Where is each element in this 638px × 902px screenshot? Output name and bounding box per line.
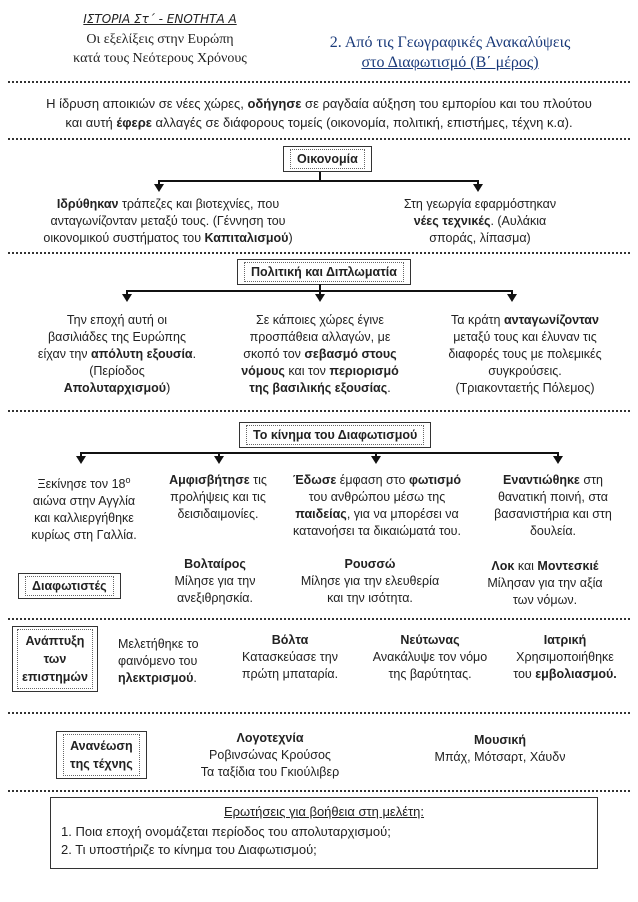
- medicine: Ιατρική Χρησιμοποιήθηκε του εμβολιασμού.: [513, 633, 617, 681]
- enlightenment-col1: Ξεκίνησε τον 18ο αιώνα στην Αγγλία και κ…: [31, 475, 137, 543]
- economy-left-text: Ιδρύθηκαν τράπεζες και βιοτεχνίες, που α…: [43, 197, 293, 245]
- politics-middle-text: Σε κάποιες χώρες έγινε προσπάθεια αλλαγώ…: [241, 313, 399, 395]
- arrow-icon: [154, 184, 164, 192]
- divider: [8, 790, 630, 792]
- unit-line1: Οι εξελίξεις στην Ευρώπη: [86, 32, 234, 47]
- arrow-icon: [122, 294, 132, 302]
- politics-title: Πολιτική και Διπλωματία: [244, 262, 404, 282]
- divider: [8, 712, 630, 714]
- enlightenment-col3: Έδωσε έμφαση στο φωτισμό του ανθρώπου μέ…: [293, 473, 461, 538]
- lesson-title: 2. Από τις Γεωγραφικές Ανακαλύψεις στο Δ…: [290, 33, 610, 73]
- divider: [8, 618, 630, 620]
- politics-left-text: Την εποχή αυτή οι βασιλιάδες της Ευρώπης…: [37, 313, 197, 395]
- economy-right-text: Στη γεωργία εφαρμόστηκαν νέες τεχνικές. …: [403, 197, 557, 245]
- connector: [319, 284, 321, 296]
- connector: [477, 180, 479, 186]
- divider: [8, 410, 630, 412]
- arrow-icon: [473, 184, 483, 192]
- connector: [80, 452, 82, 458]
- economy-title-box: Οικονομία: [283, 146, 372, 172]
- politics-title-box: Πολιτική και Διπλωματία: [237, 259, 411, 285]
- connector: [80, 452, 558, 454]
- intro-text: Η ίδρυση αποικιών σε νέες χώρες, οδήγησε…: [46, 96, 592, 130]
- lesson-title-line2: στο Διαφωτισμό (Β΄ μέρος): [361, 54, 539, 71]
- divider: [8, 252, 630, 254]
- science-label-box: Ανάπτυξη των επιστημών: [12, 626, 98, 692]
- unit-line2: κατά τους Νεότερους Χρόνους: [73, 51, 247, 66]
- enlightenment-col4: Εναντιώθηκε στη θανατική ποινή, στα βασα…: [494, 473, 612, 538]
- subject-label: ΙΣΤΟΡΙΑ Στ΄ - ΕΝΟΤΗΤΑ Α: [83, 12, 237, 26]
- arrow-icon: [371, 456, 381, 464]
- connector: [375, 452, 377, 458]
- connector: [158, 180, 160, 186]
- questions-box: Ερωτήσεις για βοήθεια στη μελέτη: 1. Ποι…: [50, 797, 598, 869]
- connector: [218, 452, 220, 458]
- newton: Νεύτωνας Ανακάλυψε τον νόμο της βαρύτητα…: [372, 633, 488, 681]
- arrow-icon: [507, 294, 517, 302]
- enlightenment-title-box: Το κίνημα του Διαφωτισμού: [239, 422, 432, 448]
- connector: [126, 290, 128, 296]
- arrow-icon: [214, 456, 224, 464]
- economy-title: Οικονομία: [290, 149, 365, 169]
- enlightenment-col2: Αμφισβήτησε τις προλήψεις και τις δεισιδ…: [169, 473, 267, 521]
- question-1: 1. Ποια εποχή ονομάζεται περίοδος του απ…: [61, 824, 391, 839]
- thinkers-label: Διαφωτιστές: [25, 576, 114, 596]
- connector: [557, 452, 559, 458]
- divider: [8, 81, 630, 83]
- questions-title: Ερωτήσεις για βοήθεια στη μελέτη:: [223, 804, 425, 819]
- unit-title: Οι εξελίξεις στην Ευρώπη κατά τους Νεότε…: [40, 30, 280, 68]
- connector: [158, 180, 478, 182]
- divider: [8, 138, 630, 140]
- politics-right-text: Τα κράτη ανταγωνίζονταν μεταξύ τους και …: [448, 313, 602, 395]
- art-label-box: Ανανέωση της τέχνης: [56, 731, 147, 779]
- lesson-title-line1: 2. Από τις Γεωγραφικές Ανακαλύψεις: [329, 34, 571, 51]
- volta: Βόλτα Κατασκεύασε την πρώτη μπαταρία.: [241, 633, 339, 681]
- music: Μουσική Μπάχ, Μότσαρτ, Χάυδν: [434, 733, 566, 764]
- voltaire: Βολταίρος Μίλησε για την ανεξιθρησκία.: [174, 557, 256, 605]
- thinkers-label-box: Διαφωτιστές: [18, 573, 121, 599]
- locke-montesquieu: Λοκ και Μοντεσκιέ Μίλησαν για την αξία τ…: [487, 559, 603, 607]
- rousseau: Ρουσσώ Μίλησε για την ελευθερία και την …: [300, 557, 440, 605]
- arrow-icon: [76, 456, 86, 464]
- electricity: Μελετήθηκε το φαινόμενο του ηλεκτρισμού.: [118, 637, 199, 685]
- question-2: 2. Τι υποστήριζε το κίνημα του Διαφωτισμ…: [61, 842, 317, 857]
- connector: [511, 290, 513, 296]
- enlightenment-title: Το κίνημα του Διαφωτισμού: [246, 425, 425, 445]
- arrow-icon: [315, 294, 325, 302]
- connector: [319, 172, 321, 180]
- arrow-icon: [553, 456, 563, 464]
- literature: Λογοτεχνία Ροβινσώνας Κρούσος Τα ταξίδια…: [200, 731, 340, 779]
